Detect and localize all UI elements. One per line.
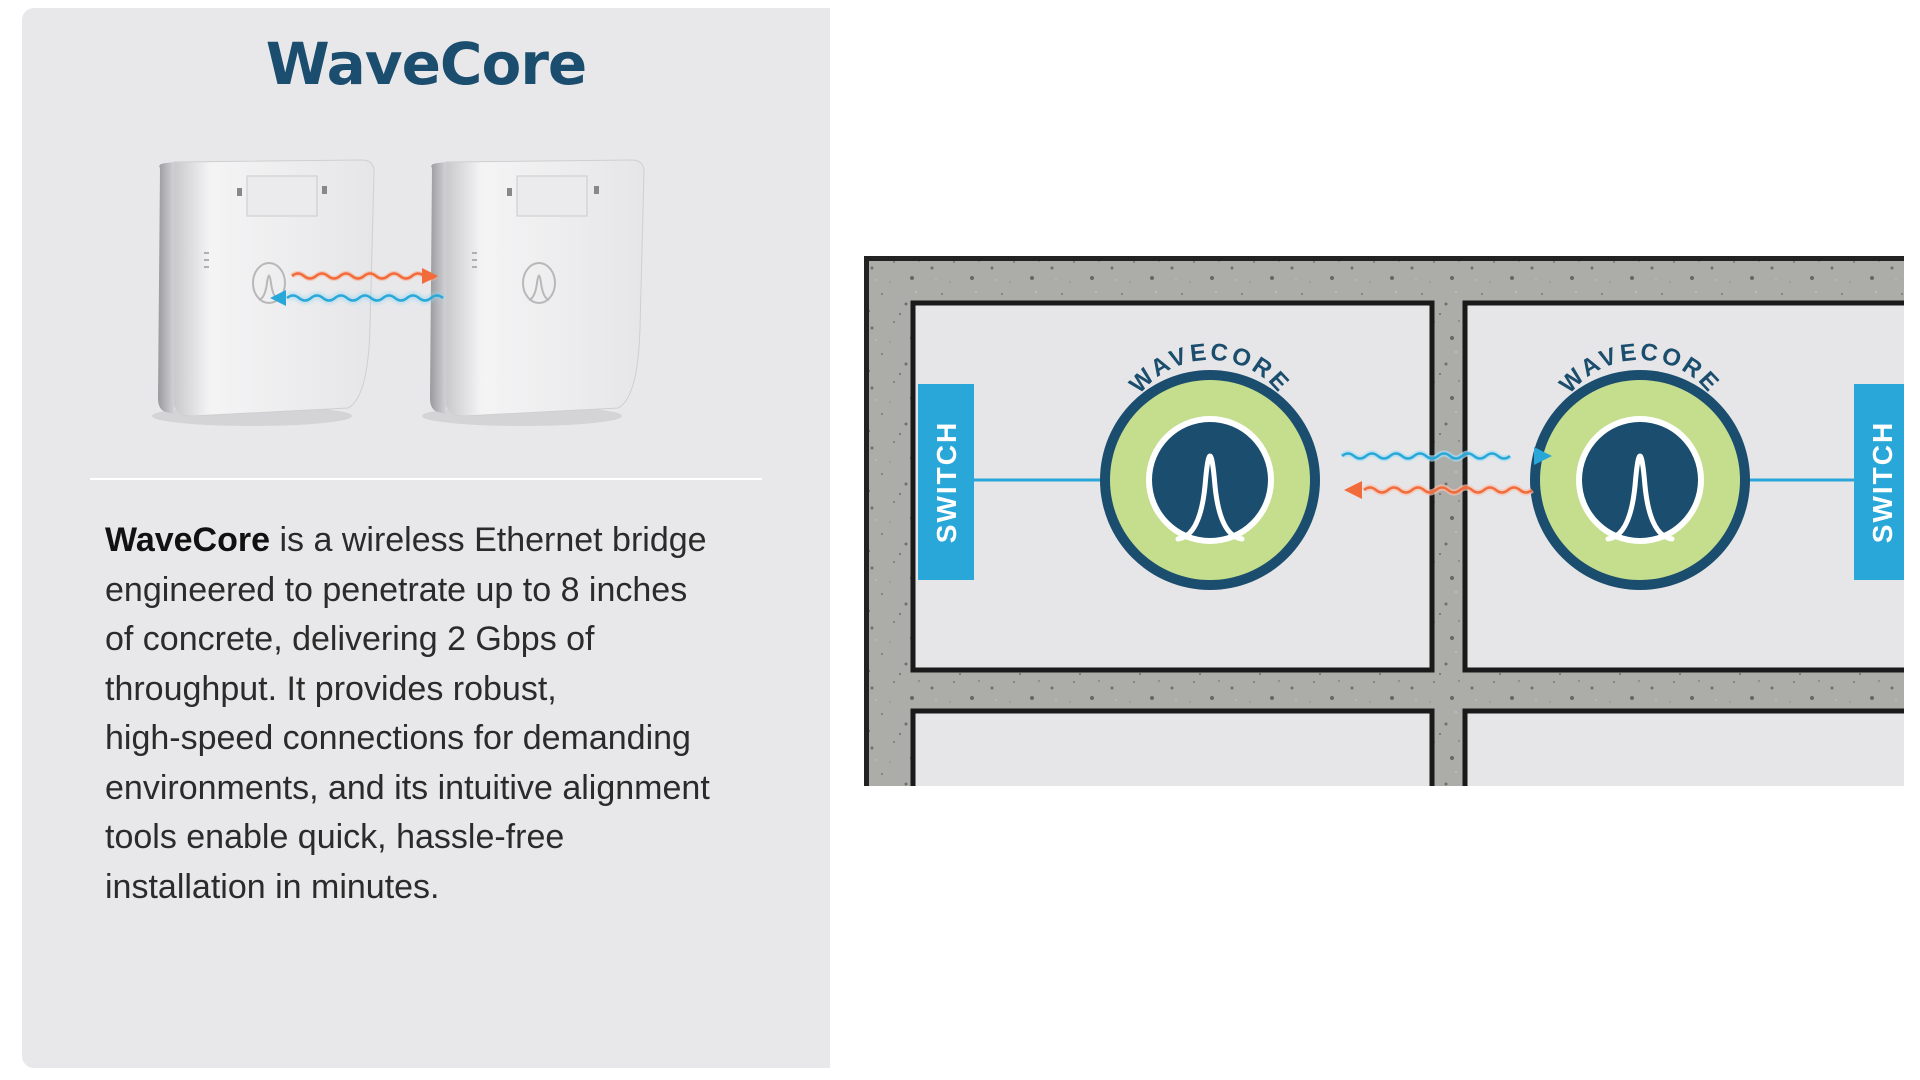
blue-signal-arrow-icon [1340,447,1552,465]
product-panel: WaveCore [22,8,830,1068]
description-line: tools enable quick, hassle-free [105,818,565,856]
right-switch-label: SWITCH [1867,421,1898,543]
floor-plan-diagram: SWITCH SWITCH WAVECORE WAVECORE [864,256,1904,786]
right-switch: SWITCH [1854,384,1904,580]
orange-signal-arrow-icon [1344,481,1534,499]
room-bottom-left [910,708,1435,786]
blue-signal-arrow-icon [270,290,445,306]
right-wavecore-badge: WAVECORE [1530,339,1750,590]
description-line: environments, and its intuitive alignmen… [105,768,710,807]
right-wavecore-logo-icon [1605,453,1675,542]
description-line: is a wireless Ethernet bridge [270,521,707,559]
description-line: engineered to penetrate up to 8 inches [105,570,688,609]
product-description: WaveCore is a wireless Ethernet bridge e… [105,516,785,912]
right-bridge-device [422,159,645,426]
description-line: installation in minutes. [105,867,440,906]
section-divider [90,478,762,480]
description-line: throughput. It provides robust, [105,669,557,708]
left-switch-label: SWITCH [931,421,962,543]
description-line: high-speed connections for demanding [105,719,691,757]
device-pair-illustration [152,159,645,426]
description-line: of concrete, delivering 2 Gbps of [105,620,595,658]
description-brand: WaveCore [105,521,271,559]
page-title: WaveCore [265,30,588,98]
left-wavecore-logo-icon [1175,453,1245,542]
orange-signal-arrow-icon [290,268,438,284]
room-bottom-right [1462,708,1904,786]
left-wavecore-badge: WAVECORE [1100,339,1320,590]
left-device-logo-icon [252,262,286,304]
left-bridge-device [152,159,375,426]
left-switch: SWITCH [918,384,974,580]
right-device-logo-icon [522,262,556,304]
